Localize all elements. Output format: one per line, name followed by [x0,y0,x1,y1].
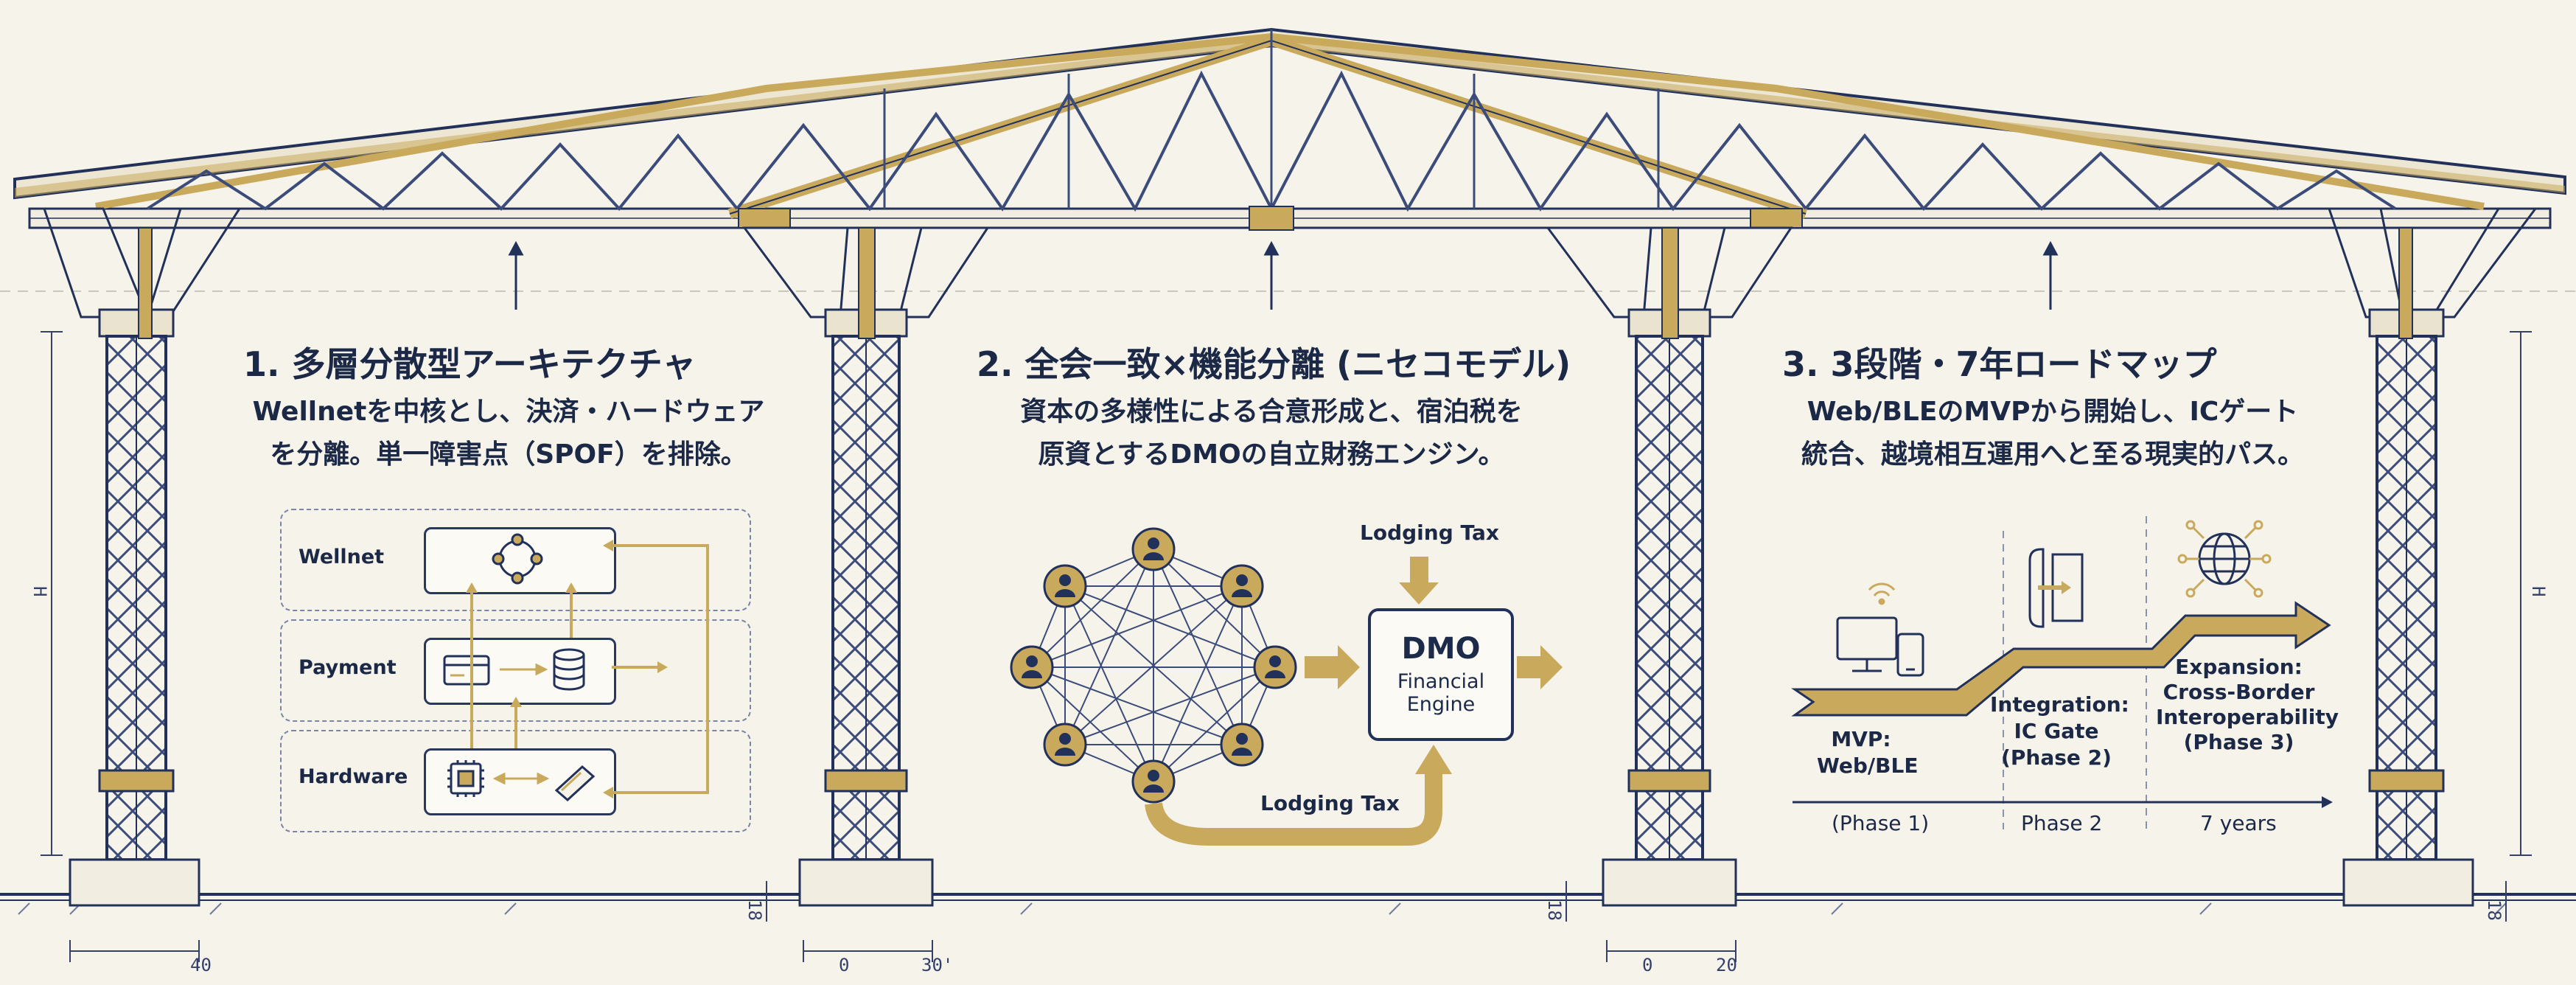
column-1 [42,207,242,907]
panel-2-line-1: 資本の多様性による合意形成と、宿泊税を [1020,397,1523,427]
column-2 [742,226,990,907]
hub-network-icon [492,533,543,585]
integration-label: Integration: IC Gate (Phase 2) [1990,692,2129,771]
height-dimension-left: H [29,586,50,597]
layer-label-payment: Payment [299,656,397,679]
column-4 [2327,207,2538,907]
integration-label-line-2: IC Gate [2014,719,2099,743]
panel-1-title: 1. 多層分散型アーキテクチャ [243,344,697,384]
height-dimension-right: H [2528,586,2549,597]
globe-network-icon [2198,532,2251,585]
phone-icon [1896,633,1924,677]
card-icon [443,655,490,686]
timeline-phase-2: Phase 2 [2021,811,2103,835]
database-icon [553,648,585,691]
mvp-label-line-1: MVP: [1831,727,1891,751]
layer-label-hardware: Hardware [299,765,408,788]
base-dimension-mid1-b: 30' [921,955,954,975]
mvp-label-line-2: Web/BLE [1817,753,1919,778]
small-height-dimension-1: 18 [744,899,765,921]
panel-1-line-1: Wellnetを中核とし、決済・ハードウェア [252,397,765,427]
expansion-label-line-2: Cross-Border [2163,680,2315,704]
dmo-title: DMO [1401,632,1481,666]
expansion-label: Expansion: Cross-Border Interoperability… [2156,655,2339,755]
dmo-financial-engine-box: DMO Financial Engine [1368,608,1514,741]
chip-icon [447,760,484,797]
payment-terminal-icon [554,765,596,802]
panel-1-description: Wellnetを中核とし、決済・ハードウェア を分離。単一障害点（SPOF）を排… [236,391,781,476]
small-height-dimension-3: 18 [2484,899,2505,921]
base-dimension-left: 40 [190,955,212,975]
base-dimension-mid2-b: 20 [1716,955,1737,975]
timeline-7-years: 7 years [2200,811,2277,835]
panel-3-line-2: 統合、越境相互運用へと至る現実的パス。 [1801,439,2305,470]
panel-2-line-2: 原資とするDMOの自立財務エンジン。 [1038,439,1505,470]
timeline-phase-1: (Phase 1) [1832,811,1930,835]
monitor-icon [1836,616,1898,672]
expansion-label-line-3: Interoperability [2156,705,2339,729]
dmo-line-2: Engine [1406,693,1476,716]
panel-3-line-1: Web/BLEのMVPから開始し、ICゲート [1807,397,2299,427]
dmo-line-1: Financial [1397,670,1485,693]
lodging-tax-label-top: Lodging Tax [1360,521,1499,545]
small-height-dimension-2: 18 [1544,899,1565,921]
hardware-component-box [424,748,616,815]
integration-label-line-1: Integration: [1990,692,2129,717]
mvp-label: MVP: Web/BLE [1817,726,1919,779]
integration-label-line-3: (Phase 2) [2001,745,2112,770]
lodging-tax-label-bottom: Lodging Tax [1260,791,1400,815]
panel-3-description: Web/BLEのMVPから開始し、ICゲート 統合、越境相互運用へと至る現実的パ… [1762,391,2344,476]
expansion-label-line-1: Expansion: [2175,655,2303,679]
column-3 [1546,226,1793,907]
wifi-icon [1868,582,1896,605]
base-dimension-mid2-a: 0 [1642,955,1653,975]
panel-3-title: 3. 3段階・7年ロードマップ [1782,344,2217,384]
ic-gate-icon [2028,548,2084,628]
panel-1-line-2: を分離。単一障害点（SPOF）を排除。 [270,439,747,470]
roadmap-ribbon-arrow [1791,601,2331,717]
panel-2-title: 2. 全会一致×機能分離 (ニセコモデル) [977,344,1571,384]
wellnet-layer [280,509,751,611]
base-dimension-mid1-a: 0 [839,955,850,975]
layer-label-wellnet: Wellnet [299,546,385,568]
panel-2-description: 資本の多様性による合意形成と、宿泊税を 原資とするDMOの自立財務エンジン。 [980,391,1563,476]
expansion-label-line-4: (Phase 3) [2183,730,2294,754]
